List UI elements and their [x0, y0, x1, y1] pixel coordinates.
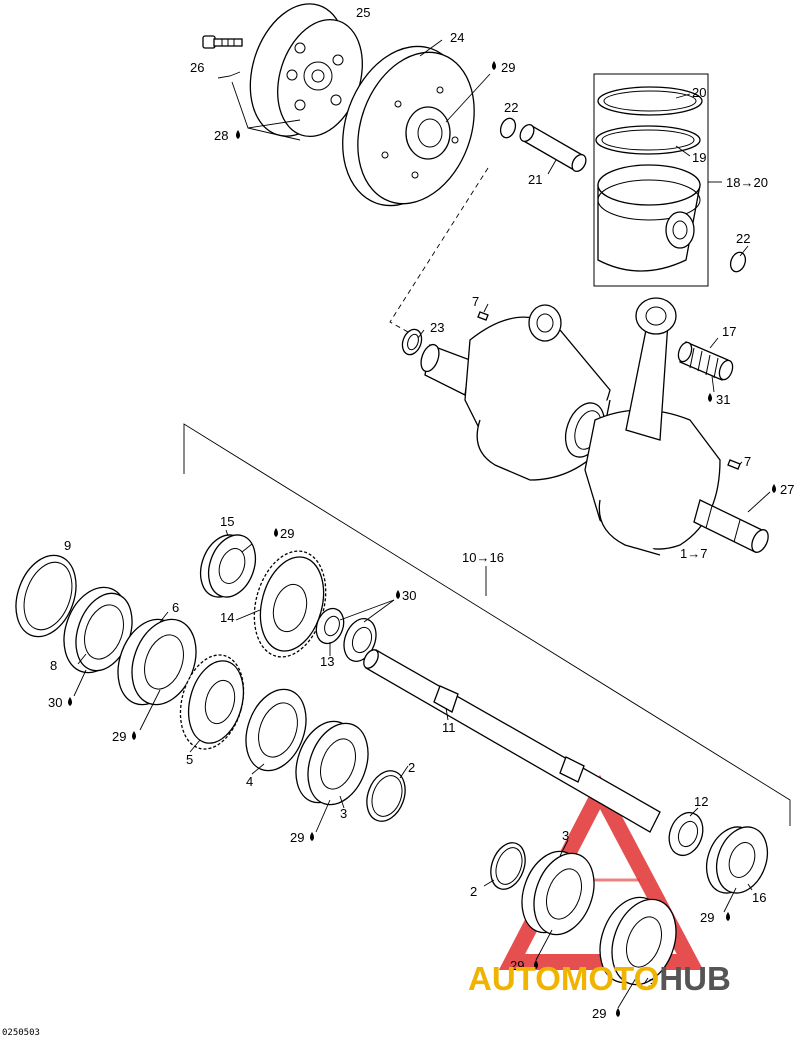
callout-13: 13 [320, 654, 334, 669]
part-24-flywheel [342, 45, 475, 207]
callout-3-middle: 3 [562, 828, 569, 843]
callout-18-20: 18→20 [726, 175, 768, 190]
callout-4: 4 [246, 774, 253, 789]
part-23-seal [401, 328, 423, 356]
callout-25: 25 [356, 5, 370, 20]
oil-drop-icon [132, 731, 136, 740]
part-3-bearing-left [295, 720, 369, 806]
callout-20: 20 [692, 85, 706, 100]
callout-11: 11 [442, 720, 456, 735]
part-2-ring-left [366, 770, 406, 822]
watermark-part1: AUTOMOTO [468, 960, 660, 997]
callout-30-upper: 30 [402, 588, 416, 603]
callout-12: 12 [694, 794, 708, 809]
callout-8: 8 [50, 658, 57, 673]
callout-26: 26 [190, 60, 204, 75]
part-1-7-crankshaft [420, 297, 769, 556]
oil-drop-icons [68, 61, 776, 1017]
part-13-bushing [315, 607, 345, 645]
part-6-bearing [117, 618, 197, 706]
callout-labels: 25 24 26 29 28 20 22 19 21 18→20 22 7 23… [48, 5, 794, 1021]
part-8-seal [63, 586, 133, 674]
part-30-bushing [343, 618, 377, 662]
part-22-circlip-upper [499, 117, 517, 139]
callout-7-left: 7 [472, 294, 479, 309]
callout-29-bearing16: 29 [700, 910, 714, 925]
callout-24: 24 [450, 30, 464, 45]
callout-29-bearing3: 29 [290, 830, 304, 845]
callout-16: 16 [752, 890, 766, 905]
part-2-ring-right [490, 842, 526, 890]
oil-drop-icon [274, 528, 278, 537]
callout-23: 23 [430, 320, 444, 335]
callout-29-bearing6: 29 [112, 729, 126, 744]
oil-drop-icon [68, 697, 72, 706]
part-22-circlip-lower [729, 251, 747, 273]
callout-3-bottom: 3 [648, 976, 655, 991]
part-4-washer [245, 688, 307, 772]
part-11-shaft [363, 649, 661, 833]
watermark-part2: HUB [659, 960, 731, 997]
drawing-code: 0250503 [2, 1028, 40, 1038]
part-5-gear [179, 654, 245, 750]
piston-assembly-box [593, 73, 709, 287]
oil-drop-icon [236, 130, 240, 139]
callout-22-lower: 22 [736, 231, 750, 246]
oil-drop-icon [534, 960, 538, 969]
part-15-bearing [199, 534, 257, 598]
callout-31: 31 [716, 392, 730, 407]
callout-14: 14 [220, 610, 234, 625]
oil-drop-icon [726, 912, 730, 921]
leader-lines [73, 39, 771, 1009]
part-14-gear [253, 550, 327, 658]
callout-29-bottom: 29 [592, 1006, 606, 1021]
part-26-bolt [202, 35, 243, 49]
callout-19: 19 [692, 150, 706, 165]
part-21-piston-pin [519, 123, 587, 173]
callout-10-16: 10→16 [462, 550, 504, 565]
part-12-bushing [668, 811, 704, 857]
oil-drop-icon [492, 61, 496, 70]
part-9-washer [15, 554, 77, 638]
callout-29-bearing3-lower: 29 [510, 958, 524, 973]
callout-2-upper: 2 [408, 760, 415, 775]
oil-drop-icon [708, 393, 712, 402]
callout-9: 9 [64, 538, 71, 553]
part-7-key-right [727, 459, 741, 470]
part-3-bearing-lower [521, 850, 595, 936]
part-17-needle-bearing [677, 341, 734, 381]
oil-drop-icon [396, 590, 400, 599]
oil-drop-icon [616, 1008, 620, 1017]
callout-21: 21 [528, 172, 542, 187]
part-7-key-left [477, 311, 489, 321]
part-16-bearing [705, 826, 769, 894]
callout-27: 27 [780, 482, 794, 497]
callout-3-upper: 3 [340, 806, 347, 821]
callout-15: 15 [220, 514, 234, 529]
callout-30-lower: 30 [48, 695, 62, 710]
oil-drop-icon [772, 484, 776, 493]
callout-2-lower: 2 [470, 884, 477, 899]
callout-29-gear: 29 [280, 526, 294, 541]
callout-22: 22 [504, 100, 518, 115]
callout-5: 5 [186, 752, 193, 767]
watermark-logo: AUTOMOTOHUB [468, 960, 731, 998]
callout-28: 28 [214, 128, 228, 143]
callout-7-right: 7 [744, 454, 751, 469]
oil-drop-icon [310, 832, 314, 841]
callout-17: 17 [722, 324, 736, 339]
part-25-rotor-hub [249, 3, 363, 138]
callout-6: 6 [172, 600, 179, 615]
callout-1-7: 1→7 [680, 546, 707, 561]
callout-29: 29 [501, 60, 515, 75]
part-3-bearing-bottom [599, 896, 677, 986]
